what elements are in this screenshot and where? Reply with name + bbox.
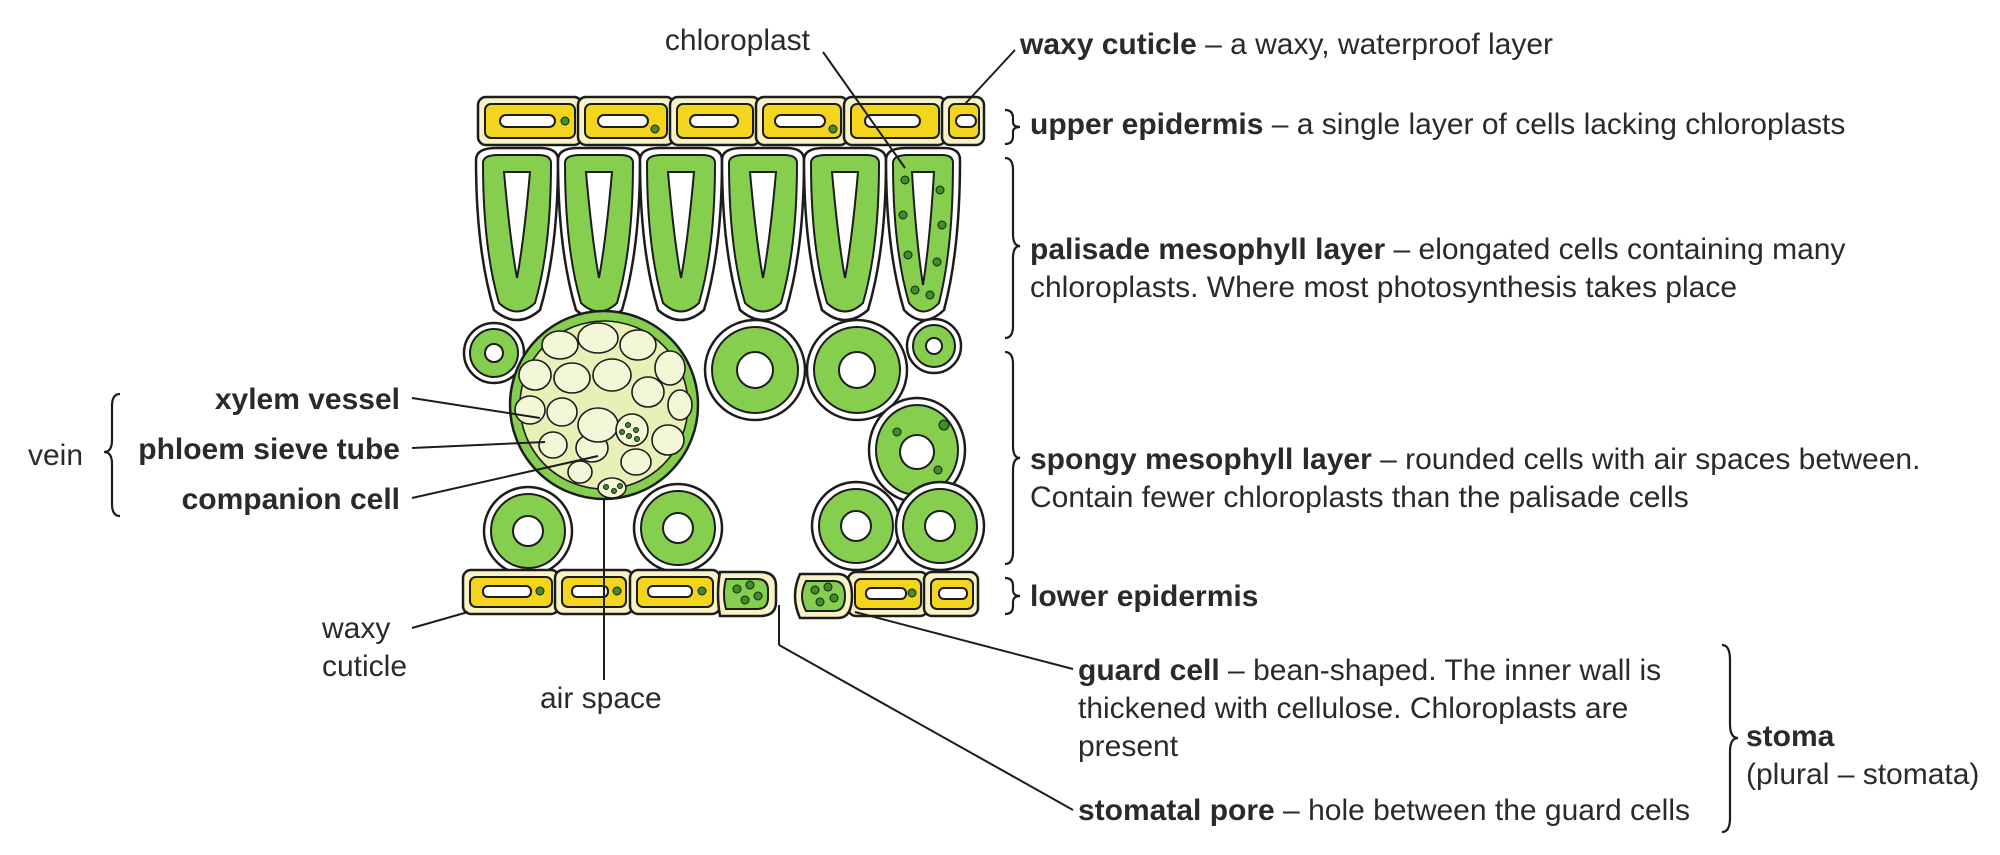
guard-cells [716,570,854,620]
label-stoma: stoma [1746,720,1835,753]
braces [103,108,1739,834]
palisade-mesophyll-cells [474,146,962,322]
label-phloem-sieve-tube: phloem sieve tube [138,433,400,466]
label-guard-cell-line3: present [1078,730,1179,763]
spongy-mesophyll-cells [462,317,986,577]
label-chloroplast: chloroplast [665,24,811,57]
upper-epidermis [476,95,986,147]
lower-epidermis [461,568,980,618]
phloem-cells [577,407,649,499]
labels: chloroplast waxy cuticle – a waxy, water… [28,24,1979,827]
label-spongy-mesophyll-line2: Contain fewer chloroplasts than the pali… [1030,481,1689,514]
label-companion-cell: companion cell [182,483,400,516]
vein-bundle [508,309,700,501]
label-stomatal-pore: stomatal pore – hole between the guard c… [1078,794,1690,827]
label-xylem-vessel: xylem vessel [215,383,400,416]
label-waxy-cuticle-bottom: waxy [321,612,390,645]
label-guard-cell: guard cell – bean-shaped. The inner wall… [1078,654,1661,687]
label-palisade-mesophyll-line2: chloroplasts. Where most photosynthesis … [1030,271,1737,304]
label-lower-epidermis: lower epidermis [1030,580,1258,613]
label-spongy-mesophyll: spongy mesophyll layer – rounded cells w… [1030,443,1920,476]
label-upper-epidermis: upper epidermis – a single layer of cell… [1030,108,1845,141]
label-palisade-mesophyll: palisade mesophyll layer – elongated cel… [1030,233,1845,266]
xylem-cells [514,322,693,484]
label-air-space: air space [540,682,662,715]
label-waxy-cuticle-top: waxy cuticle – a waxy, waterproof layer [1019,28,1553,61]
label-guard-cell-line2: thickened with cellulose. Chloroplasts a… [1078,692,1628,725]
leader-lines [411,49,1074,811]
label-stoma-plural: (plural – stomata) [1746,758,1979,791]
label-vein: vein [28,439,83,472]
label-waxy-cuticle-bottom-line2: cuticle [322,650,407,683]
